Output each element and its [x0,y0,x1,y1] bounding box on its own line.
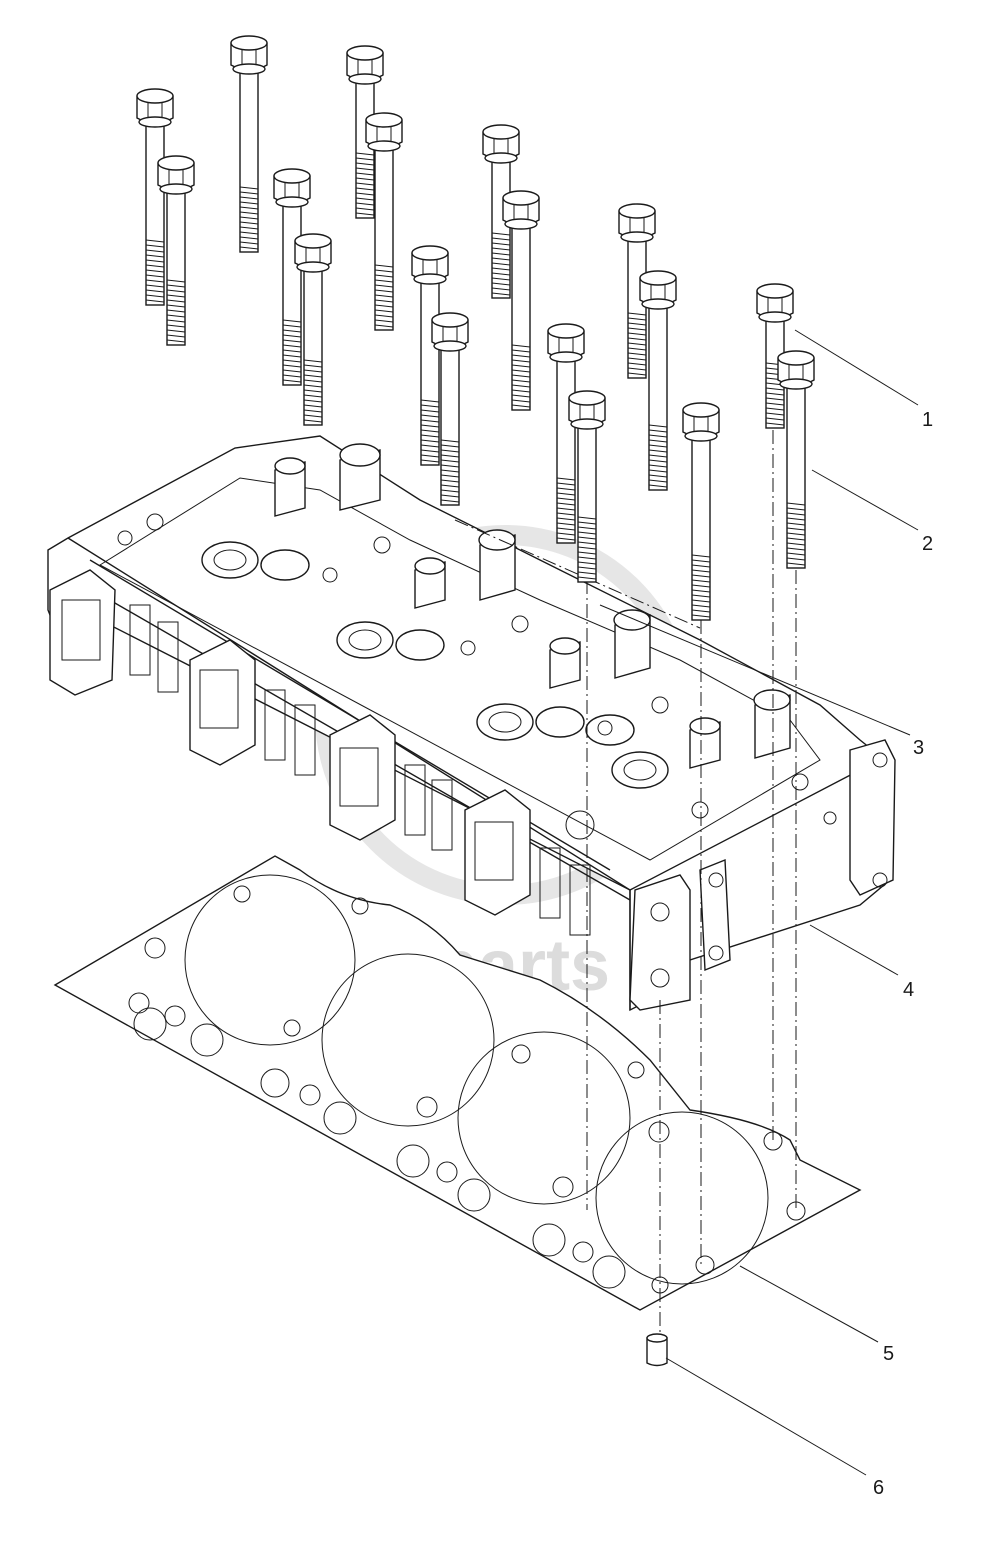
leader-line-1 [794,329,919,406]
head-bolt-short [411,245,449,466]
cylinder-head-bolts [136,35,815,621]
head-bolt-long [682,402,720,621]
leader-line-6 [665,1357,867,1476]
head-bolt-short [618,203,656,379]
leader-line-5 [739,1265,879,1343]
leader-line-3 [599,604,911,736]
head-gasket [53,855,862,1311]
head-bolt-short [273,168,311,386]
leader-lines [599,329,919,1476]
leader-line-4 [809,924,899,976]
head-bolt-long [294,233,332,426]
head-bolt-long [431,312,469,506]
head-bolt-long [502,190,540,411]
callout-5: 5 [883,1343,894,1365]
callout-1: 1 [922,409,933,431]
head-bolt-long [639,270,677,491]
leader-line-2 [811,469,919,531]
callout-3: 3 [913,737,924,759]
head-bolt-short [756,283,794,429]
head-bolt-long [568,390,606,583]
callout-4: 4 [903,979,914,1001]
head-bolt-long [777,350,815,569]
head-bolt-short [230,35,268,253]
callout-2: 2 [922,533,933,555]
head-bolt-long [157,155,195,346]
head-bolt-long [365,112,403,331]
cylinder-head [47,435,896,1012]
callout-6: 6 [873,1477,884,1499]
callouts: 1 2 3 4 5 6 [873,409,933,1499]
dowel-pin [646,1333,668,1367]
